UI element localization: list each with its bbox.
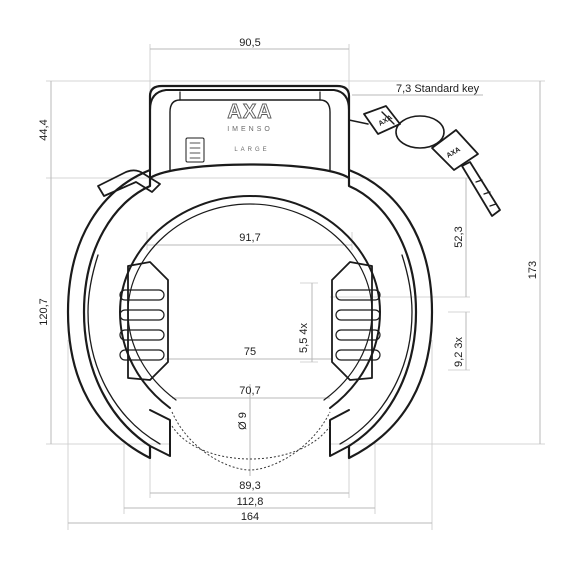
dim-total-width: 164 (241, 511, 259, 523)
dim-total-height: 173 (527, 261, 539, 279)
dim-mid-width: 75 (244, 346, 256, 358)
dimension-lines (46, 44, 545, 530)
dim-slot-spacing: 9,2 3x (453, 337, 465, 367)
right-bolt-block (331, 261, 381, 381)
dim-left-height: 120,7 (38, 298, 50, 326)
svg-text:AXA: AXA (378, 114, 394, 127)
svg-text:AXA: AXA (446, 146, 462, 159)
dim-outer-width: 89,3 (239, 480, 260, 492)
dim-inner-width: 91,7 (239, 232, 260, 244)
dim-bolt-width: 70,7 (239, 385, 260, 397)
dim-top-width: 90,5 (239, 37, 260, 49)
key-note-label: 7,3 Standard key (396, 83, 480, 95)
brand-size-text: LARGE (234, 147, 269, 153)
brand-logo-text: AXA (227, 101, 272, 123)
dim-ring-width: 112,8 (237, 496, 264, 508)
dim-header-height: 44,4 (38, 119, 50, 140)
brand-line-text: IMENSO (227, 126, 273, 133)
dim-key-offset: 52,3 (453, 226, 465, 247)
left-bolt-block (119, 261, 169, 381)
dim-bars-spacing: 5,5 4x (298, 323, 310, 353)
brand-logo: AXA IMENSO LARGE (227, 101, 273, 153)
dimension-labels: 90,5 7,3 Standard key 44,4 120,7 173 52,… (38, 37, 539, 523)
dim-bolt-diameter: Ø 9 (237, 412, 249, 430)
